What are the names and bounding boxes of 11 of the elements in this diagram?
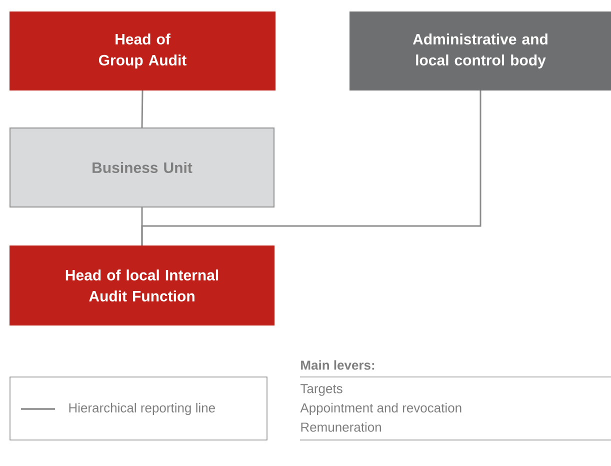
connector-line [141, 90, 482, 246]
legend-text: Hierarchical reporting line [69, 402, 215, 416]
list-heading: Main levers: [301, 360, 374, 370]
org-box: Business Unit [10, 128, 274, 208]
connector-line [141, 90, 144, 128]
org-box: Head of local Internal Audit Function [10, 246, 274, 326]
list-item: Remuneration [301, 422, 381, 432]
list-item: Appointment and revocation [300, 402, 462, 416]
org-box: Head of Group Audit [10, 12, 276, 90]
org-box: Administrative and local control body [350, 12, 611, 90]
list-item: Targets [300, 384, 342, 396]
